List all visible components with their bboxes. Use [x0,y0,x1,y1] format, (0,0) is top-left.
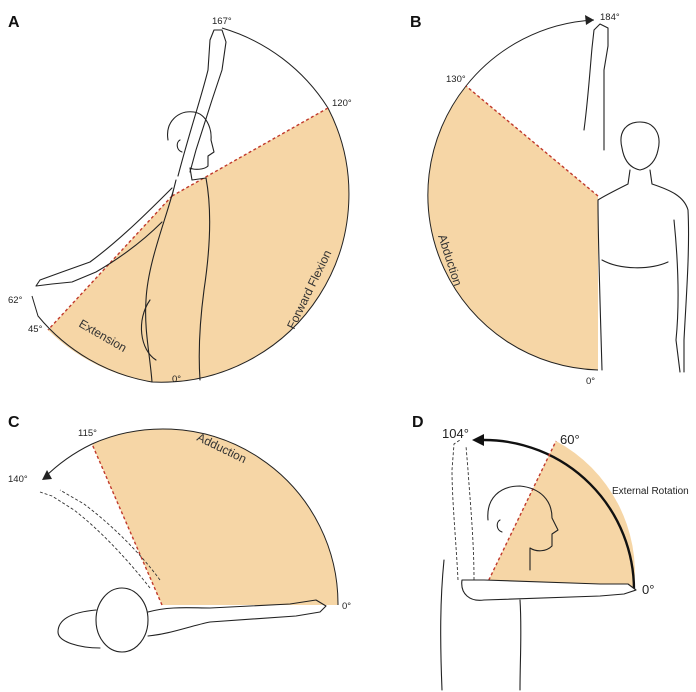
panel-b-degree-184: 184° [600,12,620,23]
panel-c-degree-115: 115° [78,428,97,439]
panel-b-raised-arm [584,24,608,150]
panel-b-degree-130: 130° [446,74,466,85]
panel-b: B 184° 130° 0° Abduction [410,12,689,387]
panel-a-ear [177,140,182,152]
panel-b-range-sector [428,86,598,370]
panel-d-ghost-forearm [452,440,474,580]
panel-d-degree-0: 0° [642,582,654,597]
panel-b-degree-0: 0° [586,376,595,387]
panel-a-range-sector [48,108,349,382]
panel-d-range-sector [484,441,635,590]
panel-a-degree-120: 120° [332,98,352,109]
panel-d-external-rotation-label: External Rotation [612,486,689,497]
panel-a-degree-0: 0° [172,374,181,385]
panel-d-arrowhead [472,434,484,446]
panel-a-raised-arm [178,30,226,176]
panel-c-letter: C [8,414,20,431]
panel-b-arrowhead [585,15,594,25]
panel-b-left-arm [674,220,680,372]
panel-b-head [621,122,659,170]
panel-a-degree-62: 62° [8,295,23,306]
panel-d-degree-104: 104° [442,426,469,441]
panel-c-head [96,588,148,652]
panel-a-degree-167: 167° [212,16,232,27]
panel-d-ear [497,520,502,532]
panel-c: C 115° 140° 0° Adduction [8,414,351,652]
panel-c-degree-0: 0° [342,601,351,612]
panel-c-degree-140: 140° [8,474,28,485]
panel-b-torso [598,170,689,372]
panel-d: D 104° 60° 0° External Rotation [412,414,689,690]
panel-a-degree-45: 45° [28,324,43,335]
panel-a: A 167° 120° 62° 45° 0° Extension Forward… [8,14,352,385]
panel-d-letter: D [412,414,424,431]
panel-b-letter: B [410,14,422,31]
panel-d-degree-60: 60° [560,432,580,447]
panel-c-range-sector [92,429,338,605]
panel-a-letter: A [8,14,20,31]
